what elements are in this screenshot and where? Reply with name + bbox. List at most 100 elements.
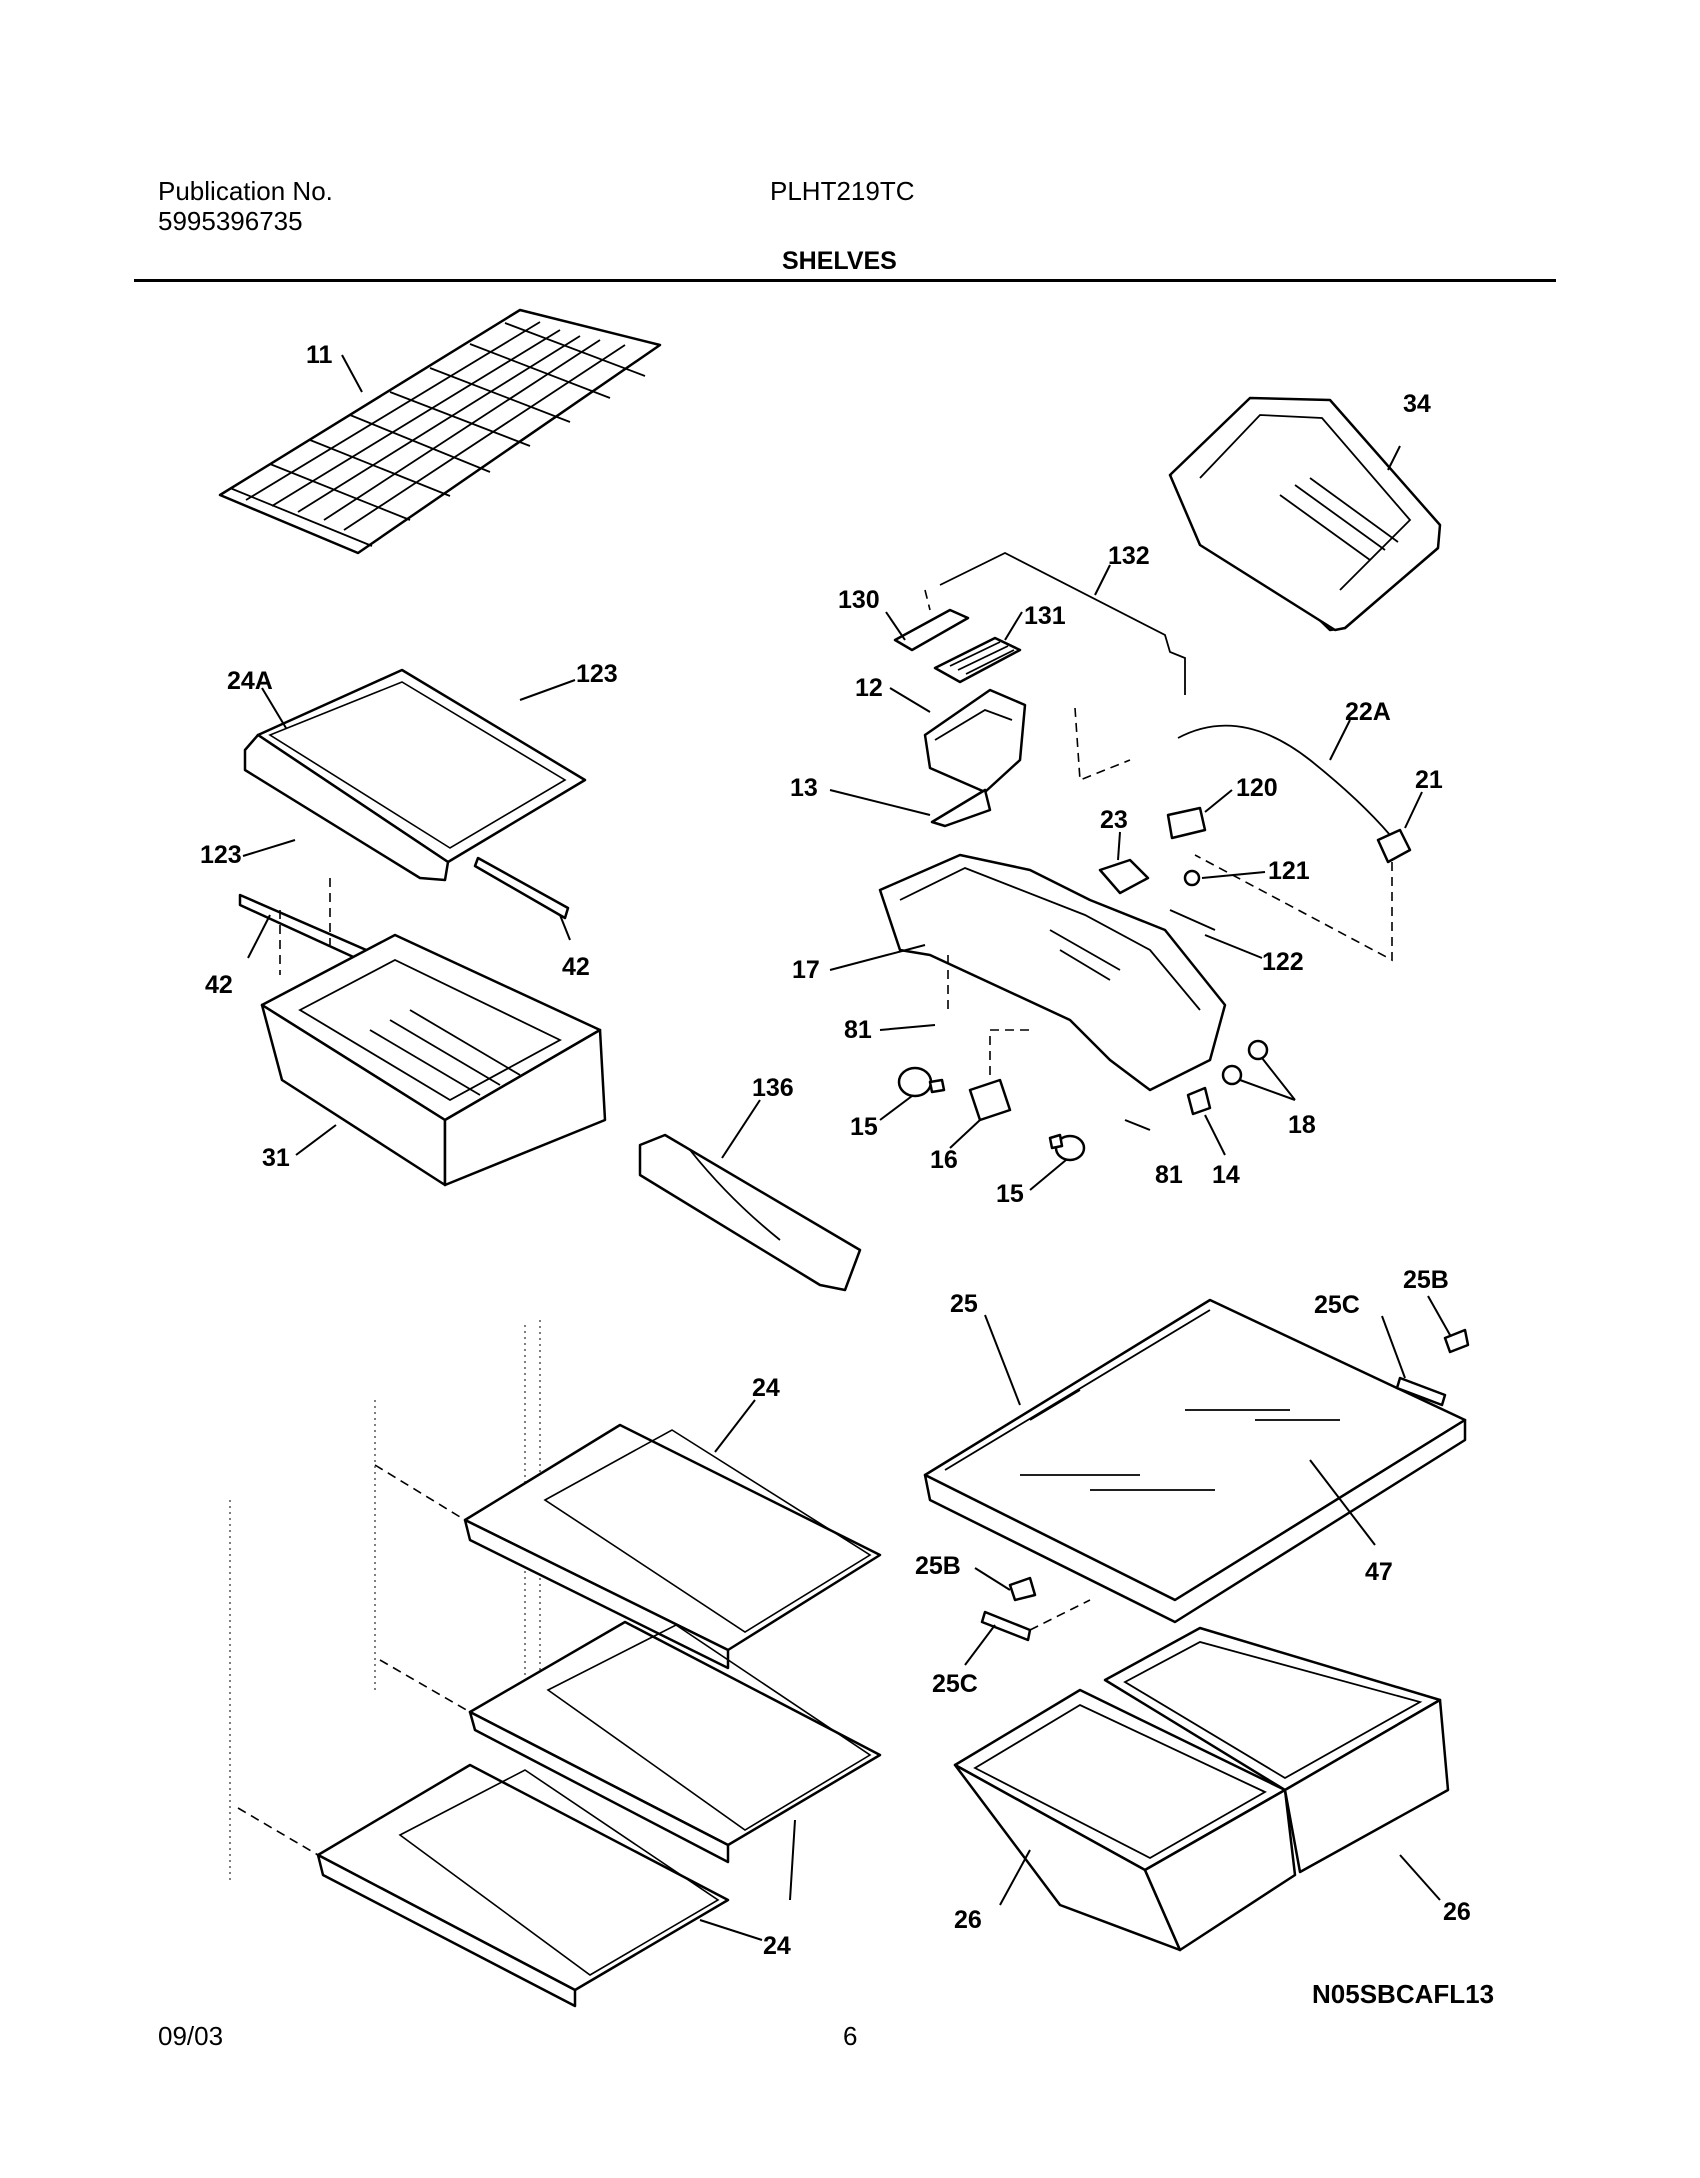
callout-131: 131: [1024, 602, 1066, 630]
drawer-26-right: [1103, 1626, 1450, 1874]
callout-15a: 15: [850, 1113, 878, 1141]
publication-date: 09/03: [158, 2021, 224, 2051]
callout-21: 21: [1415, 766, 1443, 794]
callout-12: 12: [855, 674, 883, 702]
leader-34: [1387, 445, 1401, 471]
housing-12: [923, 688, 1027, 794]
leader-25B-top: [1427, 1295, 1451, 1336]
knobs-18: [1221, 1039, 1269, 1086]
callout-132: 132: [1108, 542, 1150, 570]
damper-13: [930, 788, 992, 828]
socket-16: [968, 1078, 1012, 1122]
leader-24A: [261, 687, 287, 729]
callout-24-top: 24: [752, 1374, 780, 1402]
leader-81a: [879, 1024, 936, 1031]
leader-14: [1204, 1114, 1226, 1156]
publication-label: Publication No.: [158, 176, 333, 206]
callout-26b: 26: [1443, 1898, 1471, 1926]
callout-31: 31: [262, 1144, 290, 1172]
leader-25: [984, 1314, 1021, 1406]
page-number: 6: [843, 2021, 858, 2051]
callout-121: 121: [1268, 857, 1310, 885]
callout-136: 136: [752, 1074, 794, 1102]
bulb-15-right: [1048, 1133, 1086, 1162]
callout-123a: 123: [576, 660, 618, 688]
filter-131: [933, 636, 1022, 684]
callout-14: 14: [1212, 1161, 1240, 1189]
bracket-25C-bot: [980, 1610, 1032, 1642]
callout-24A: 24A: [227, 667, 273, 695]
leader-23: [1117, 831, 1121, 861]
bulb-15-left: [897, 1066, 946, 1098]
callout-25C-bot: 25C: [932, 1670, 978, 1698]
leader-25C-bot: [964, 1624, 996, 1666]
switch-14: [1186, 1086, 1212, 1116]
leader-15b: [1029, 1159, 1067, 1191]
callout-25B-bot: 25B: [915, 1552, 961, 1580]
leader-130: [885, 611, 906, 641]
callout-42b: 42: [562, 953, 590, 981]
leader-123a: [519, 679, 576, 701]
callout-25C-top: 25C: [1314, 1291, 1360, 1319]
leader-42a: [247, 914, 271, 959]
bin-34: [1168, 396, 1442, 632]
bracket-130: [893, 608, 970, 652]
leader-16: [949, 1119, 981, 1149]
callout-34: 34: [1403, 390, 1431, 418]
shelf-24-mid: [468, 1620, 882, 1864]
callout-26a: 26: [954, 1906, 982, 1934]
leader-122: [1204, 934, 1263, 959]
leader-25C-top: [1381, 1315, 1406, 1379]
diagram-code: N05SBCAFL13: [1312, 1979, 1494, 2009]
glass-shelf-24A: [243, 668, 587, 882]
callout-22A: 22A: [1345, 698, 1391, 726]
callout-13: 13: [790, 774, 818, 802]
callout-25: 25: [950, 1290, 978, 1318]
leader-26a: [999, 1849, 1031, 1906]
wire-122: [1169, 909, 1216, 931]
leader-47: [1309, 1459, 1376, 1546]
callout-23: 23: [1100, 806, 1128, 834]
control-housing-17: [878, 853, 1227, 1092]
callout-47: 47: [1365, 1558, 1393, 1586]
cord-22A: [1177, 724, 1391, 836]
callout-16: 16: [930, 1146, 958, 1174]
connector-21: [1376, 828, 1412, 864]
leader-24-top: [714, 1399, 756, 1453]
leader-120: [1204, 789, 1233, 813]
leader-11: [341, 354, 363, 393]
shelf-24-bot: [316, 1763, 730, 2008]
leader-121: [1201, 871, 1266, 879]
header-rule: [134, 279, 1556, 282]
callout-24-bot: 24: [763, 1932, 791, 1960]
rail-42-right: [473, 856, 570, 920]
grommet-121: [1183, 869, 1201, 887]
leader-24-bot: [699, 1819, 796, 1941]
callout-122: 122: [1262, 948, 1304, 976]
crisper-cover-25: [923, 1298, 1467, 1624]
callout-120: 120: [1236, 774, 1278, 802]
leader-25B-bot: [974, 1567, 1011, 1591]
leader-42b: [559, 914, 571, 941]
callout-15b: 15: [996, 1180, 1024, 1208]
callout-18: 18: [1288, 1111, 1316, 1139]
leader-22A: [1329, 719, 1351, 761]
callout-17: 17: [792, 956, 820, 984]
cover-136: [638, 1133, 862, 1292]
control-23: [1098, 858, 1150, 895]
leader-26b: [1399, 1854, 1441, 1901]
wire-harness-132: [939, 551, 1186, 695]
shelf-24-top: [463, 1423, 882, 1670]
clip-25B-bot: [1008, 1576, 1037, 1602]
glass-panel-47: [1020, 1409, 1340, 1491]
clip-25B-top: [1443, 1328, 1470, 1354]
drawer-26-left: [953, 1688, 1297, 1952]
wire-shelf-11: [218, 308, 662, 555]
leader-131: [1004, 611, 1023, 641]
leader-18: [1239, 1057, 1296, 1101]
publication-number: 5995396735: [158, 206, 303, 236]
bracket-25C-top: [1395, 1376, 1447, 1407]
leader-17: [829, 944, 926, 971]
callout-123b: 123: [200, 841, 242, 869]
